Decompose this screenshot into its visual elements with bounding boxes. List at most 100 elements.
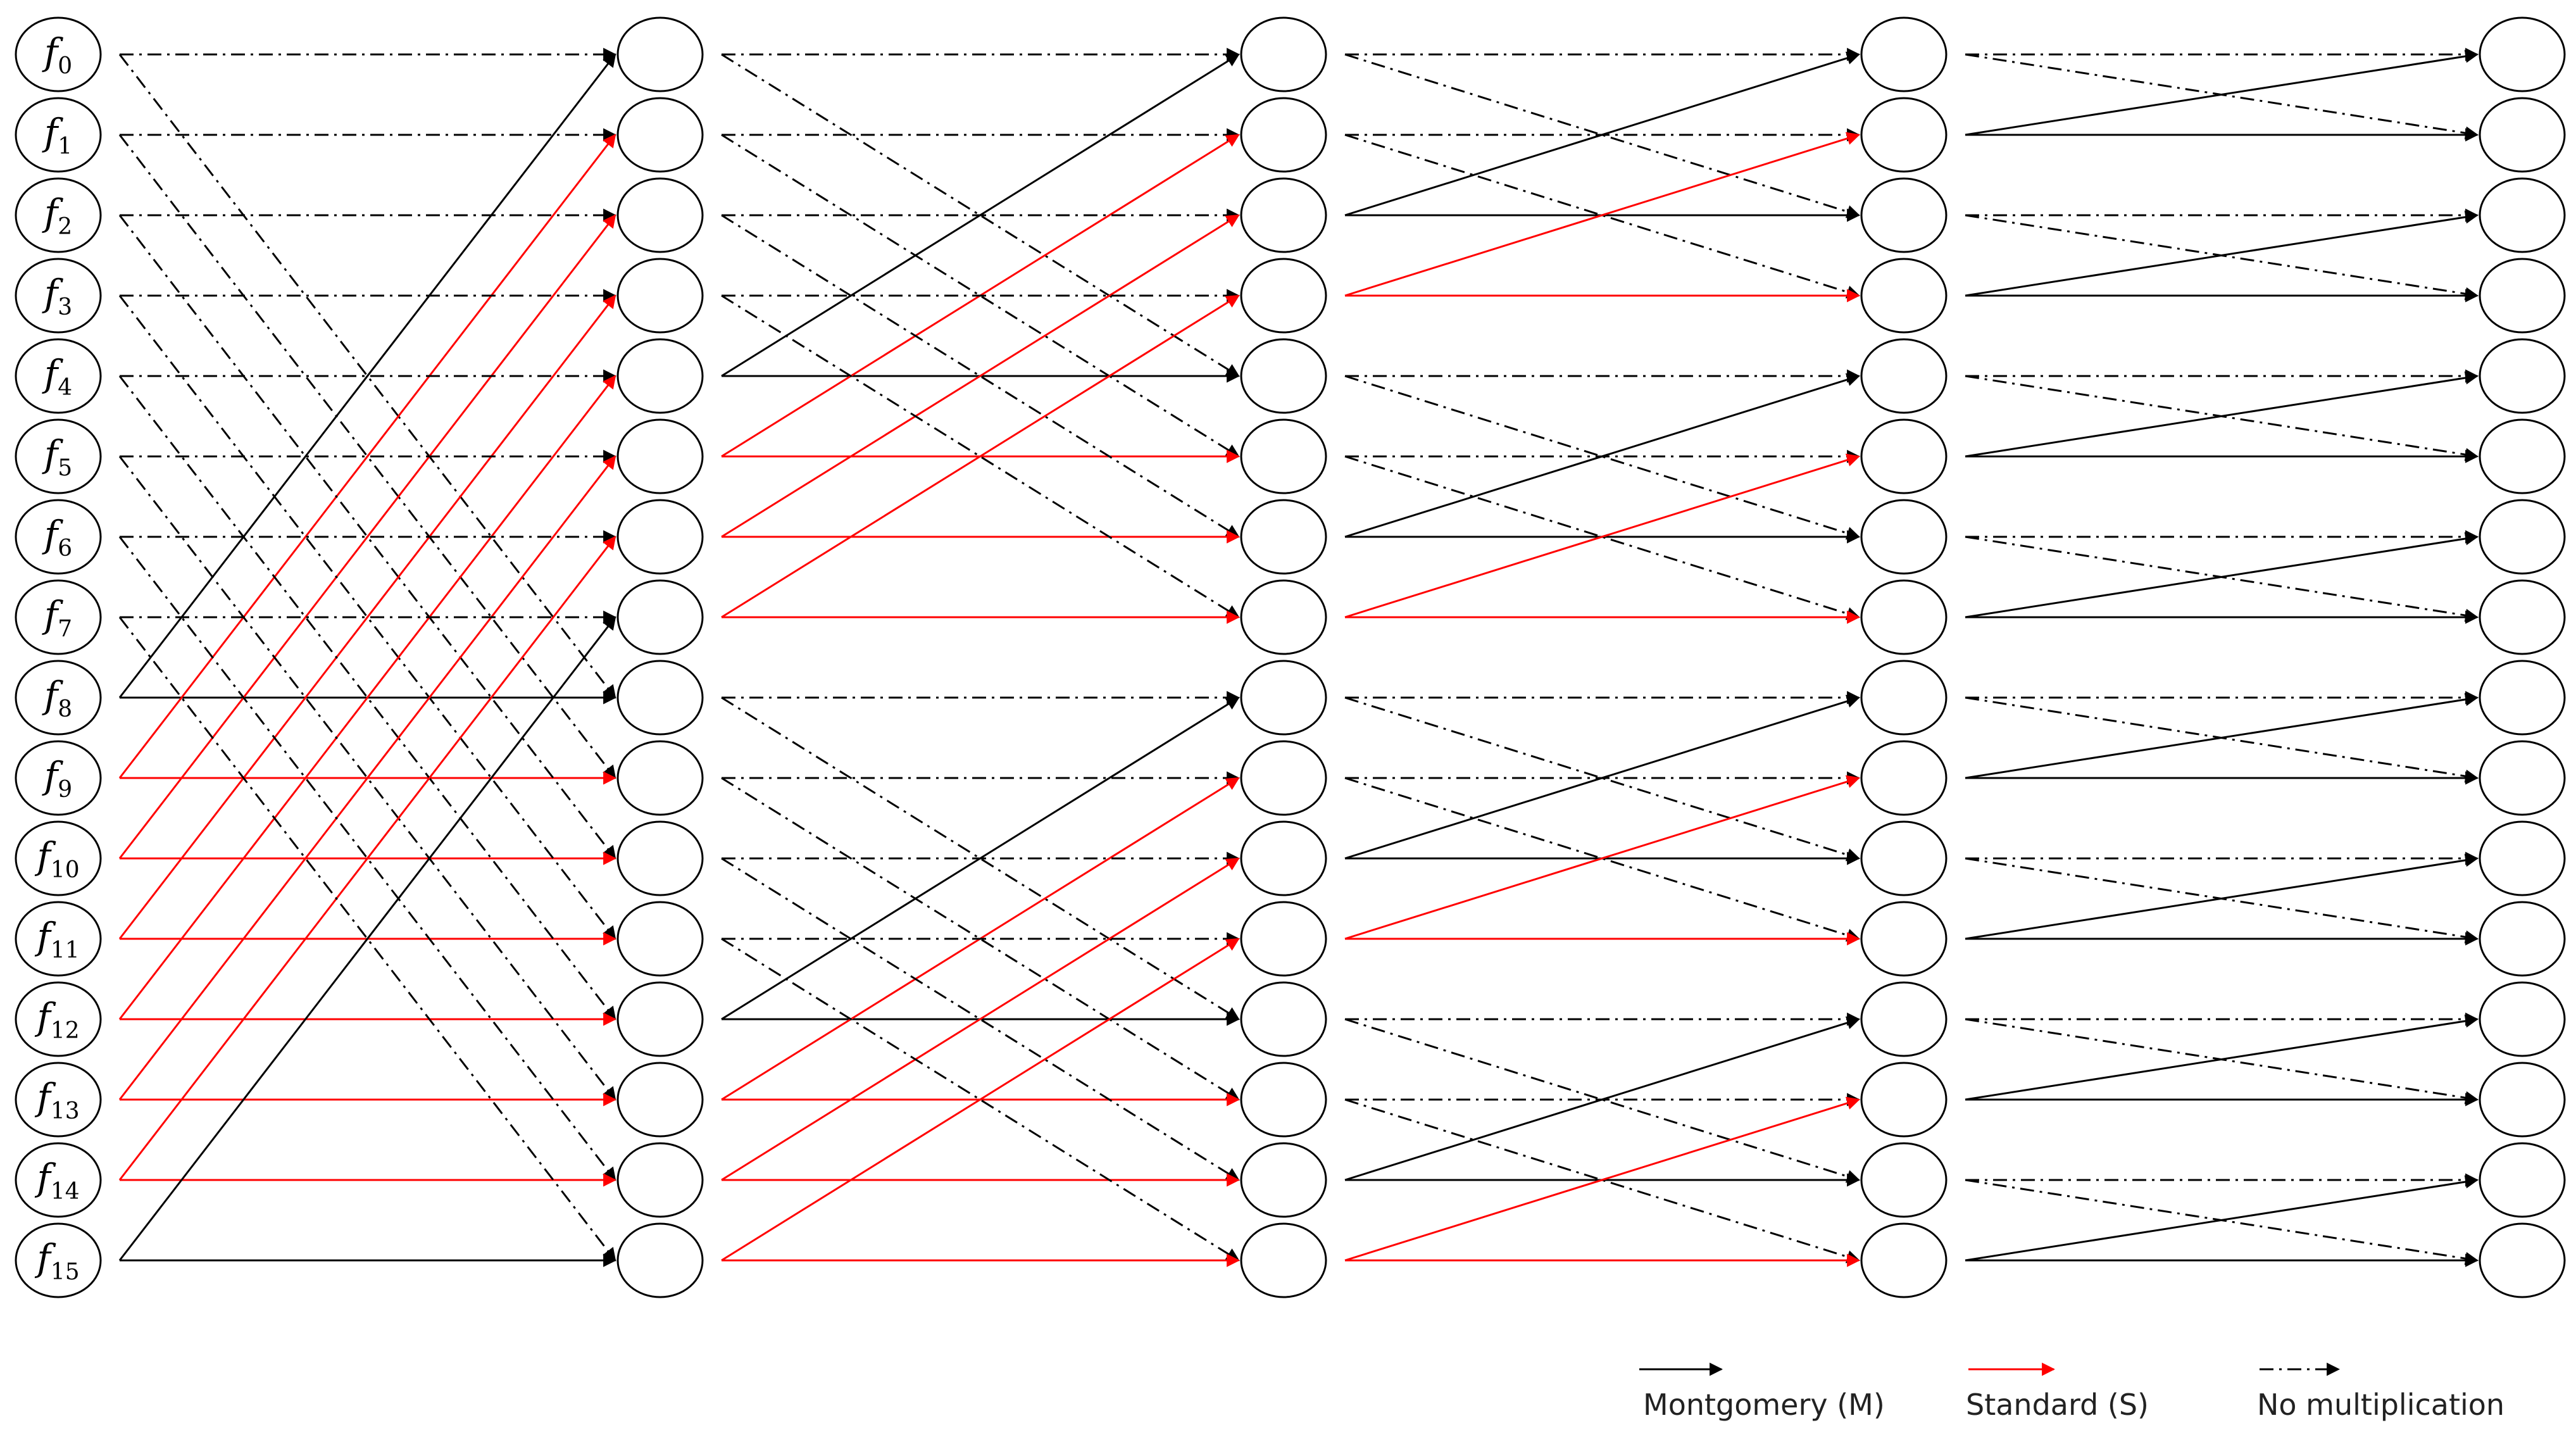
legend-montgomery-label: Montgomery (M) <box>1643 1388 1885 1422</box>
node-stage1-4 <box>616 338 704 414</box>
node-stage3-11 <box>1860 901 1948 977</box>
edge-none-stage3-0-2 <box>1344 53 1861 218</box>
input-label-subscript: 4 <box>58 375 72 401</box>
input-label-subscript: 6 <box>58 536 72 562</box>
node-stage1-2 <box>616 177 704 253</box>
edge-none-stage1-6-14 <box>118 536 616 1181</box>
butterfly-nodes <box>15 16 2566 1298</box>
node-stage3-10 <box>1860 820 1948 896</box>
node-stage1-8 <box>616 660 704 736</box>
input-label-subscript: 14 <box>51 1179 80 1205</box>
input-node-10 <box>15 820 102 896</box>
node-stage2-14 <box>1240 1142 1327 1218</box>
edge-montgomery-stage4-3-2 <box>1965 210 2479 297</box>
edge-none-stage1-4-12 <box>118 375 616 1020</box>
node-stage3-4 <box>1860 338 1948 414</box>
node-stage2-15 <box>1240 1222 1327 1298</box>
node-stage2-10 <box>1240 820 1327 896</box>
node-stage4-15 <box>2479 1222 2566 1298</box>
input-node-13 <box>15 1062 102 1138</box>
node-stage4-2 <box>2479 177 2566 253</box>
edge-none-stage2-0-4 <box>721 53 1240 377</box>
node-stage1-1 <box>616 97 704 173</box>
legend-standard: Standard (S) <box>1966 1362 2149 1422</box>
node-stage1-3 <box>616 258 704 334</box>
node-stage3-9 <box>1860 740 1948 816</box>
node-stage1-5 <box>616 418 704 494</box>
node-stage3-1 <box>1860 97 1948 173</box>
node-stage2-2 <box>1240 177 1327 253</box>
edge-montgomery-stage4-1-0 <box>1965 49 2479 136</box>
node-stage3-5 <box>1860 418 1948 494</box>
edge-none-stage3-4-6 <box>1344 375 1861 540</box>
edge-none-stage1-0-8 <box>118 54 616 699</box>
edge-none-stage1-7-15 <box>118 617 616 1262</box>
edge-standard-stage1-11-3 <box>118 294 616 939</box>
node-stage2-3 <box>1240 258 1327 334</box>
node-stage1-13 <box>616 1062 704 1138</box>
legend-montgomery: Montgomery (M) <box>1639 1362 1885 1422</box>
edge-none-stage2-8-12 <box>721 696 1240 1020</box>
input-label-subscript: 11 <box>51 938 80 963</box>
input-node-7 <box>15 579 102 655</box>
edge-montgomery-stage4-5-4 <box>1965 371 2479 458</box>
node-stage1-11 <box>616 901 704 977</box>
node-stage4-5 <box>2479 418 2566 494</box>
node-stage4-7 <box>2479 579 2566 655</box>
node-stage2-8 <box>1240 660 1327 736</box>
node-stage1-12 <box>616 981 704 1057</box>
input-node-5 <box>15 418 102 494</box>
edge-standard-stage1-13-5 <box>118 455 616 1100</box>
edge-montgomery-stage4-15-14 <box>1965 1175 2479 1262</box>
node-stage3-12 <box>1860 981 1948 1057</box>
edge-none-stage3-12-14 <box>1344 1018 1861 1183</box>
node-stage4-8 <box>2479 660 2566 736</box>
edge-standard-stage2-14-10 <box>721 857 1240 1181</box>
node-stage1-15 <box>616 1222 704 1298</box>
node-stage4-4 <box>2479 338 2566 414</box>
node-stage2-11 <box>1240 901 1327 977</box>
node-stage1-9 <box>616 740 704 816</box>
node-stage4-6 <box>2479 499 2566 575</box>
edge-standard-stage3-15-13 <box>1344 1096 1861 1262</box>
node-stage1-6 <box>616 499 704 575</box>
node-stage2-13 <box>1240 1062 1327 1138</box>
input-node-6 <box>15 499 102 575</box>
legend-no-multiplication-label: No multiplication <box>2257 1388 2504 1422</box>
edge-none-stage1-1-9 <box>118 134 616 779</box>
node-stage3-8 <box>1860 660 1948 736</box>
edge-standard-stage3-11-9 <box>1344 775 1861 940</box>
edge-montgomery-stage1-15-7 <box>118 616 616 1261</box>
node-stage2-9 <box>1240 740 1327 816</box>
edge-none-stage2-11-15 <box>721 938 1240 1262</box>
input-label-subscript: 8 <box>58 696 72 722</box>
input-node-4 <box>15 338 102 414</box>
edge-standard-stage2-7-3 <box>721 294 1240 618</box>
input-label-subscript: 5 <box>58 455 72 481</box>
legend-standard-label: Standard (S) <box>1966 1388 2149 1422</box>
node-stage2-5 <box>1240 418 1327 494</box>
input-node-0 <box>15 16 102 92</box>
input-label-subscript: 13 <box>51 1098 80 1124</box>
node-stage2-6 <box>1240 499 1327 575</box>
edge-montgomery-stage4-11-10 <box>1965 853 2479 940</box>
node-stage4-0 <box>2479 16 2566 92</box>
input-node-1 <box>15 97 102 173</box>
node-stage3-6 <box>1860 499 1948 575</box>
input-node-2 <box>15 177 102 253</box>
legend-no-multiplication: No multiplication <box>2257 1362 2504 1422</box>
edge-standard-stage2-6-2 <box>721 214 1240 538</box>
node-stage4-9 <box>2479 740 2566 816</box>
node-stage2-4 <box>1240 338 1327 414</box>
input-label-subscript: 2 <box>58 214 72 240</box>
node-stage3-3 <box>1860 258 1948 334</box>
node-stage4-13 <box>2479 1062 2566 1138</box>
node-stage1-10 <box>616 820 704 896</box>
node-stage4-1 <box>2479 97 2566 173</box>
edge-montgomery-stage4-9-8 <box>1965 693 2479 779</box>
legend: Montgomery (M) Standard (S) No multiplic… <box>1639 1362 2504 1422</box>
edge-none-stage3-1-3 <box>1344 134 1861 299</box>
node-stage3-15 <box>1860 1222 1948 1298</box>
node-stage1-7 <box>616 579 704 655</box>
